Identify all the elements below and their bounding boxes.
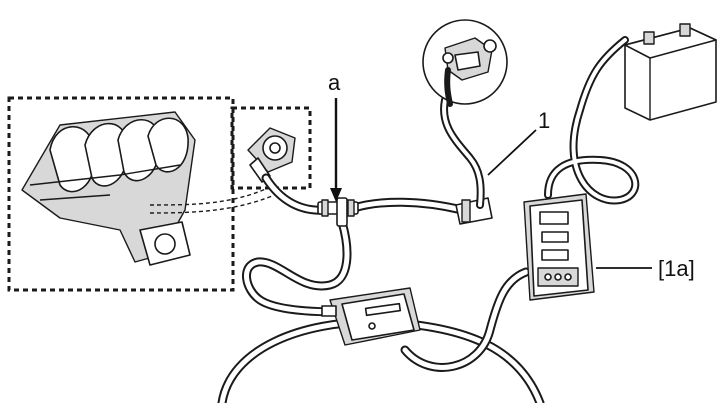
callout-leaders xyxy=(330,98,652,268)
tester-unit xyxy=(524,194,594,300)
adapter-part xyxy=(248,128,295,182)
battery-cable xyxy=(548,40,635,200)
smoke-generator-unit xyxy=(322,288,420,345)
hose-adapter-to-tee xyxy=(266,178,326,210)
battery xyxy=(625,24,716,120)
callout-1a-label: [1a] xyxy=(658,256,695,281)
intake-manifold-detail-box xyxy=(9,98,233,290)
adapter-detail-box xyxy=(232,108,310,188)
intake-manifold xyxy=(22,112,195,265)
t-piece xyxy=(318,198,358,226)
hose-tee-to-valve xyxy=(354,202,462,210)
hose-tee-down xyxy=(246,222,347,312)
valve-inset-circle xyxy=(423,20,507,104)
callout-a-label: a xyxy=(328,70,341,95)
callout-1-label: 1 xyxy=(538,108,550,133)
